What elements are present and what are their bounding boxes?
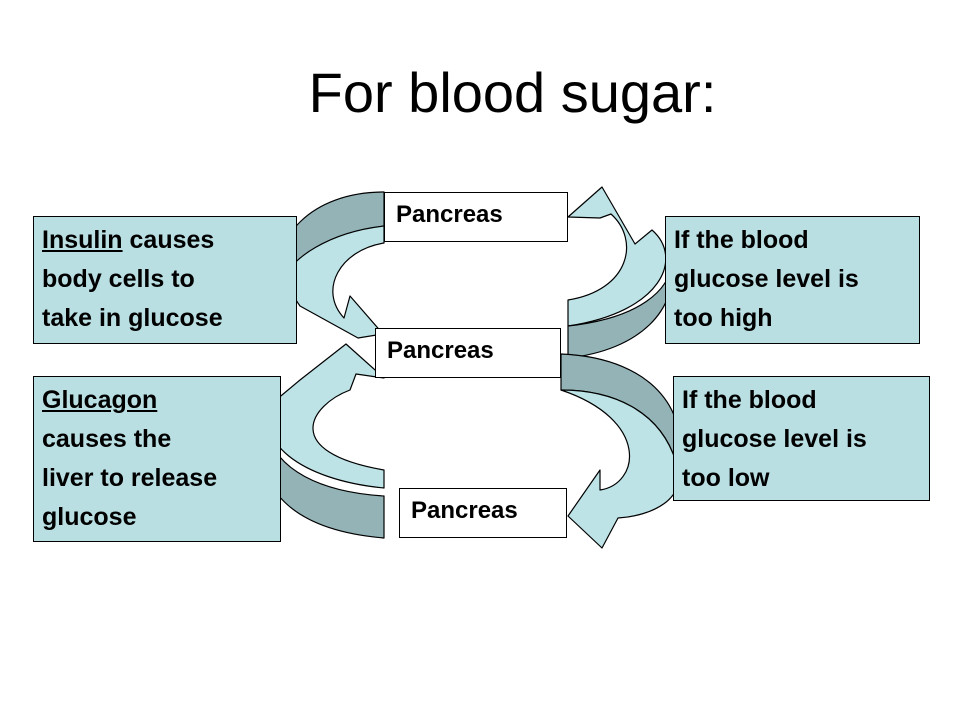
- high-glucose-line-1: If the blood: [674, 226, 809, 254]
- insulin-term: Insulin: [42, 226, 123, 254]
- slide-title: For blood sugar:: [308, 61, 717, 124]
- top-right-arrow-light-side: [567, 186, 667, 327]
- insulin-box-line-3: take in glucose: [42, 304, 223, 332]
- glucagon-box-line-2: causes the: [42, 425, 172, 453]
- high-glucose-line-2: glucose level is: [674, 265, 859, 293]
- glucagon-box-line-4: glucose: [42, 503, 137, 531]
- insulin-box: Insulin causes body cells to take in glu…: [33, 216, 297, 344]
- pancreas-bottom-box: Pancreas: [399, 488, 567, 538]
- glucagon-box: Glucagon causes the liver to release glu…: [33, 376, 281, 542]
- top-left-curved-arrow: [279, 191, 385, 339]
- pancreas-top-box: Pancreas: [384, 192, 568, 242]
- low-glucose-line-3: too low: [682, 464, 770, 492]
- pancreas-middle-box: Pancreas: [375, 328, 561, 378]
- low-glucose-line-1: If the blood: [682, 386, 817, 414]
- high-glucose-box: If the blood glucose level is too high: [665, 216, 920, 344]
- insulin-box-line-1: Insulin causes: [42, 221, 296, 260]
- low-glucose-box: If the blood glucose level is too low: [673, 376, 930, 501]
- top-right-curved-arrow: [567, 186, 674, 359]
- bottom-left-curved-arrow: [262, 343, 385, 539]
- glucagon-term: Glucagon: [42, 386, 158, 414]
- bottom-right-arrow-light-side: [560, 389, 680, 549]
- low-glucose-line-2: glucose level is: [682, 425, 867, 453]
- high-glucose-line-3: too high: [674, 304, 773, 332]
- bottom-right-curved-arrow: [560, 353, 680, 549]
- glucagon-box-line-3: liver to release: [42, 464, 218, 492]
- insulin-box-line-1-rest: causes: [122, 226, 215, 254]
- bottom-left-arrow-light-side: [268, 343, 385, 489]
- insulin-box-line-2: body cells to: [42, 265, 195, 293]
